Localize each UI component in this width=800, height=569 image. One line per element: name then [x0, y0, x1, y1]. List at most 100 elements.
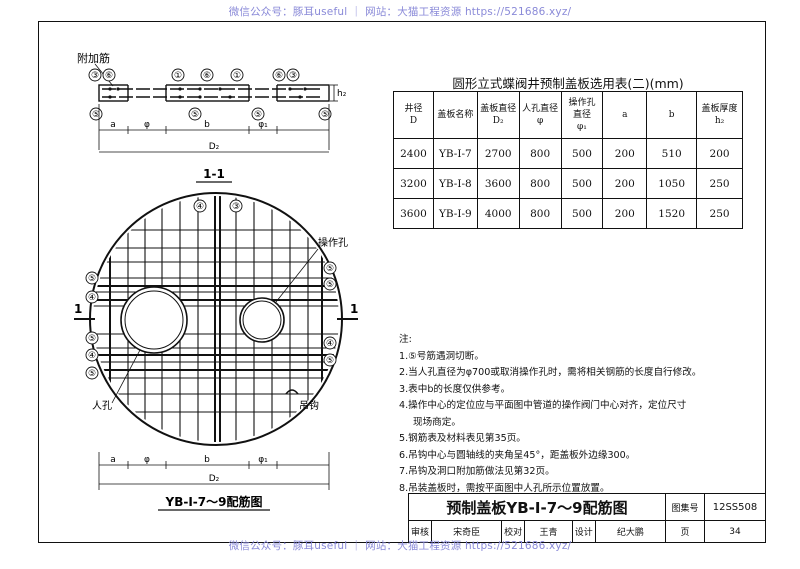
- reviewer-name: 宋奇臣: [430, 520, 503, 543]
- table-cell: 200: [696, 138, 743, 169]
- bar-no: ④: [196, 202, 204, 212]
- table-cell: YB-Ⅰ-8: [432, 168, 478, 199]
- drawing-frame: [38, 21, 766, 543]
- bar-no: ⑤: [326, 264, 334, 274]
- bar-no: ③: [91, 71, 99, 81]
- col-header: 操作孔 直径 φ₁: [560, 91, 604, 139]
- table-row: 3600 YB-Ⅰ-9 4000 800 500 200 1520 250: [393, 198, 743, 229]
- bar-no: ⑥: [203, 71, 211, 81]
- bar-no: ⑥: [105, 71, 113, 81]
- operation-hole: [239, 297, 285, 343]
- table-cell: 800: [518, 138, 562, 169]
- page-number: 34: [704, 520, 766, 543]
- selection-table: 井径 D 盖板名称 盖板直径 D₂ 人孔直径 φ 操作孔 直径 φ₁ a b 盖…: [393, 91, 743, 229]
- table-cell: 500: [560, 198, 604, 229]
- bar-no: ③: [232, 202, 240, 212]
- dim-D2: D₂: [209, 142, 220, 152]
- table-cell: 500: [560, 168, 604, 199]
- plan-caption: YB-Ⅰ-7～9配筋图: [165, 494, 263, 509]
- section-1-1: 附加筋 h₂ ③ ⑥ ① ⑥: [77, 51, 347, 183]
- bar-no: ⑤: [88, 369, 96, 379]
- table-cell: 200: [602, 138, 648, 169]
- watermark-bottom: 微信公众号：豚耳useful ｜ 网站：大猫工程资源 https://52168…: [228, 540, 572, 552]
- table-row: 2400 YB-Ⅰ-7 2700 800 500 200 510 200: [393, 138, 743, 169]
- note-item: 7.吊钩及洞口附加筋做法见第32页。: [399, 466, 555, 477]
- section-title: 1-1: [203, 167, 225, 181]
- col-header: 人孔直径 φ: [518, 91, 562, 139]
- plan-view: 1 1 操作孔 人孔 吊钩 ④ ③ ⑤ ④ ⑤ ④ ⑤ ⑤ ⑤: [74, 192, 358, 511]
- note-item: 8.吊装盖板时，需按平面图中人孔所示位置放置。: [399, 482, 610, 494]
- table-cell: 3200: [393, 168, 434, 199]
- table-cell: 3600: [393, 198, 434, 229]
- note-item: 2.当人孔直径为φ700或取消操作孔时，需将相关钢筋的长度自行修改。: [399, 367, 702, 378]
- manhole-label: 人孔: [92, 400, 112, 412]
- note-item: 1.⑤号筋遇洞切断。: [399, 350, 484, 362]
- h2-dim-label: h₂: [337, 89, 347, 99]
- drawing-title: 预制盖板YB-Ⅰ-7～9配筋图: [408, 493, 666, 521]
- col-header: b: [646, 91, 698, 139]
- bar-no: ③: [289, 71, 297, 81]
- note-item: 3.表中b的长度仅供参考。: [399, 383, 511, 395]
- bar-no: ①: [174, 71, 182, 81]
- bar-no: ④: [88, 293, 96, 303]
- designer-name: 纪大鹏: [594, 520, 667, 543]
- col-header: 井径 D: [393, 91, 434, 139]
- table-cell: 510: [646, 138, 698, 169]
- bar-no: ⑤: [326, 280, 334, 290]
- note-item: 4.操作中心的定位应与平面图中管道的操作阀门中心对齐，定位尺寸: [399, 400, 687, 411]
- selection-table-title: 圆形立式蝶阀井预制盖板选用表(二)(mm): [452, 76, 684, 91]
- table-header-row: 井径 D 盖板名称 盖板直径 D₂ 人孔直径 φ 操作孔 直径 φ₁ a b 盖…: [393, 91, 743, 139]
- notes-block: 注: 1.⑤号筋遇洞切断。 2.当人孔直径为φ700或取消操作孔时，需将相关钢筋…: [399, 332, 759, 497]
- note-item: 现场商定。: [413, 416, 461, 428]
- bar-no: ④: [88, 351, 96, 361]
- dim-b: b: [204, 120, 210, 130]
- table-cell: 200: [602, 168, 648, 199]
- table-cell: 4000: [476, 198, 520, 229]
- slab-section: [98, 84, 330, 102]
- title-block: 预制盖板YB-Ⅰ-7～9配筋图 图集号 12SS508 审核 宋奇臣 校对 王青…: [408, 493, 766, 543]
- bar-no: ⑤: [321, 110, 329, 120]
- bar-no: ⑤: [191, 110, 199, 120]
- hook-label: 吊钩: [299, 400, 319, 412]
- table-cell: YB-Ⅰ-7: [432, 138, 478, 169]
- table-cell: 1050: [646, 168, 698, 199]
- bar-no: ①: [233, 71, 241, 81]
- table-cell: YB-Ⅰ-9: [432, 198, 478, 229]
- cut-label-right: 1: [350, 302, 358, 316]
- bar-no: ⑤: [326, 356, 334, 366]
- lifting-hook: [285, 389, 299, 395]
- bar-no: ⑤: [88, 334, 96, 344]
- dim-phi1: φ₁: [258, 120, 268, 130]
- table-cell: 2700: [476, 138, 520, 169]
- dim-phi: φ: [144, 455, 150, 465]
- table-cell: 250: [696, 168, 743, 199]
- op-hole-label: 操作孔: [318, 236, 348, 249]
- note-item: 6.吊钩中心与圆轴线的夹角呈45°，距盖板外边缘300。: [399, 449, 636, 461]
- notes-heading: 注:: [399, 334, 412, 345]
- col-header: 盖板直径 D₂: [476, 91, 520, 139]
- dim-phi: φ: [144, 120, 150, 130]
- bar-no: ⑤: [88, 274, 96, 284]
- dim-a: a: [110, 455, 116, 465]
- manhole-opening: [120, 286, 188, 354]
- bar-no: ⑤: [92, 110, 100, 120]
- dim-phi1: φ₁: [258, 455, 268, 465]
- table-cell: 1520: [646, 198, 698, 229]
- table-cell: 500: [560, 138, 604, 169]
- added-bar-label: 附加筋: [77, 51, 110, 65]
- table-cell: 800: [518, 168, 562, 199]
- bar-no: ⑤: [254, 110, 262, 120]
- col-header: 盖板名称: [432, 91, 478, 139]
- col-header: a: [602, 91, 648, 139]
- dim-D2: D₂: [209, 474, 220, 484]
- table-cell: 3600: [476, 168, 520, 199]
- cut-label-left: 1: [74, 302, 82, 316]
- table-cell: 200: [602, 198, 648, 229]
- check-label: 校对: [501, 520, 526, 543]
- note-item: 5.钢筋表及材料表见第35页。: [399, 433, 526, 444]
- dim-b: b: [204, 455, 210, 465]
- table-cell: 250: [696, 198, 743, 229]
- atlas-label: 图集号: [665, 493, 705, 521]
- bar-no: ④: [326, 339, 334, 349]
